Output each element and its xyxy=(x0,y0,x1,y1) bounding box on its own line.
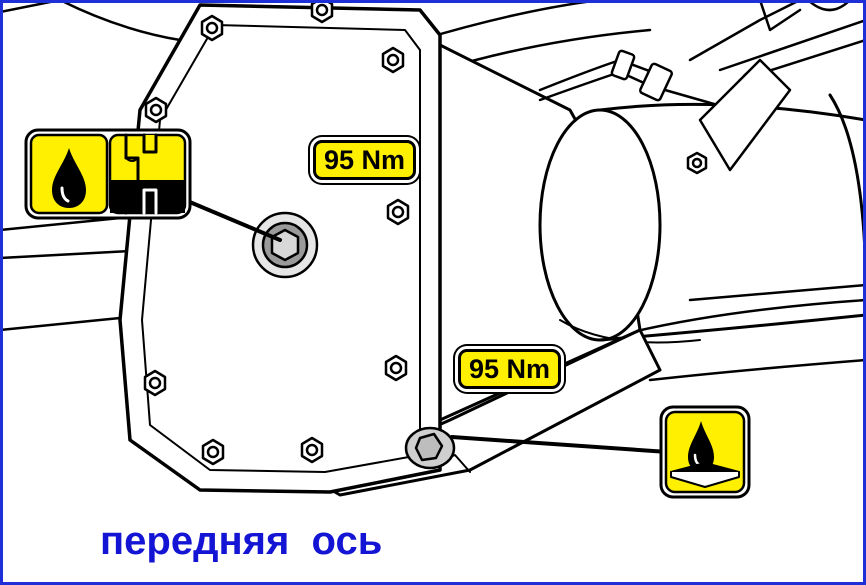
bolt xyxy=(310,0,334,24)
bolt xyxy=(201,438,225,466)
fill-plug xyxy=(251,211,319,279)
bolt xyxy=(384,354,408,382)
diagram-caption: передняя ось xyxy=(100,519,383,563)
drain-plug xyxy=(404,426,456,470)
bolt xyxy=(300,436,324,464)
cover-bolts xyxy=(143,0,410,466)
drain-plug-torque-label: 95 Nm xyxy=(458,349,562,389)
oil-fill-level-icon xyxy=(24,128,192,220)
bolt xyxy=(381,46,405,74)
bolt xyxy=(386,198,410,226)
breather-hose xyxy=(538,0,866,175)
oil-drain-icon xyxy=(659,405,751,499)
bolt xyxy=(143,369,167,397)
leader-lines xyxy=(183,198,670,454)
bolt xyxy=(144,96,168,124)
fill-plug-torque-label: 95 Nm xyxy=(313,140,417,180)
bolt xyxy=(200,14,224,42)
